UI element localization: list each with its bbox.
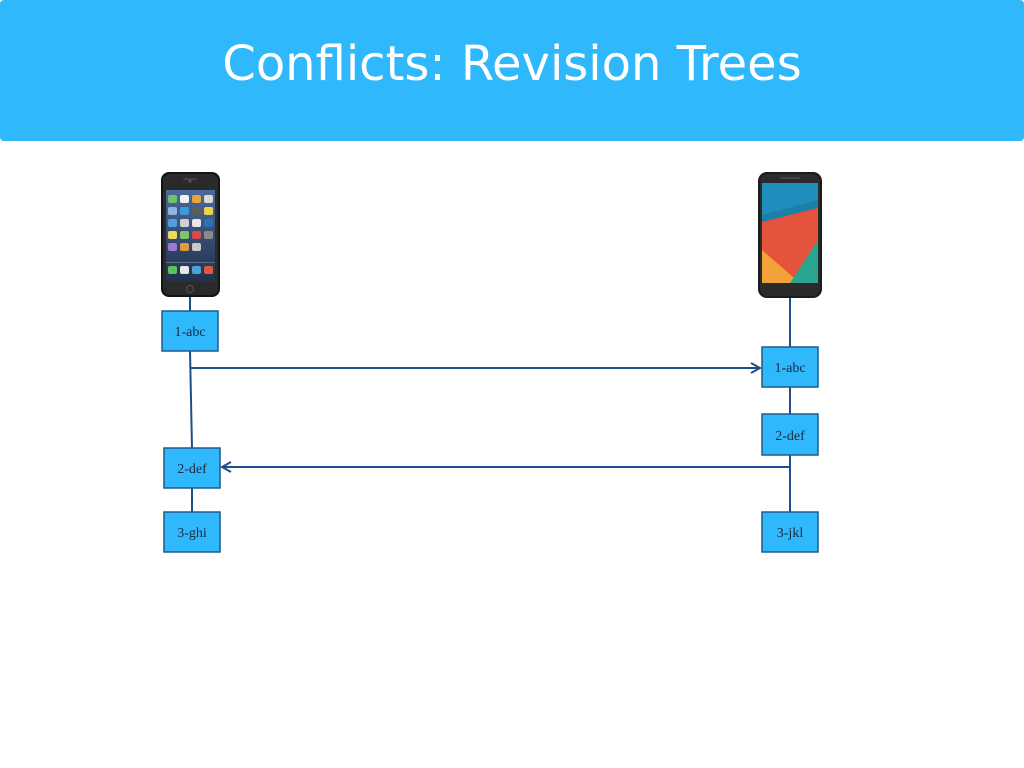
left-timeline-line xyxy=(189,350,193,449)
revision-label: 1-abc xyxy=(174,325,205,340)
left-revision-2: 2-def xyxy=(163,447,221,489)
android-phone-icon xyxy=(758,172,822,298)
revision-label: 3-jkl xyxy=(777,526,804,541)
right-revision-2: 2-def xyxy=(761,413,819,456)
revision-label: 3-ghi xyxy=(177,526,207,541)
slide-title: Conflicts: Revision Trees xyxy=(222,36,802,92)
iphone-icon xyxy=(161,172,220,297)
title-banner xyxy=(0,0,1024,141)
revision-label: 2-def xyxy=(177,462,207,477)
revision-label: 1-abc xyxy=(774,361,805,376)
left-revision-3: 3-ghi xyxy=(163,511,221,553)
left-revision-1: 1-abc xyxy=(161,310,219,352)
right-revision-1: 1-abc xyxy=(761,346,819,388)
revision-label: 2-def xyxy=(775,429,805,444)
right-revision-3: 3-jkl xyxy=(761,511,819,553)
